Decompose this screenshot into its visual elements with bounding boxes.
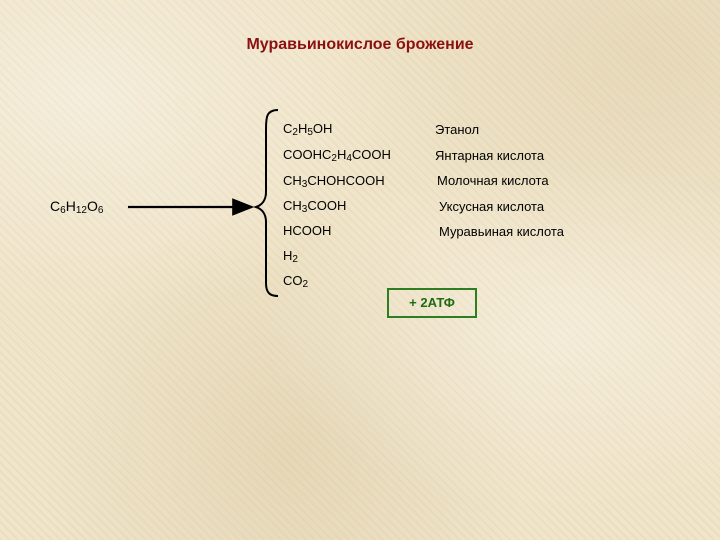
product-formula-hydrogen: H2: [283, 248, 298, 265]
product-name-ethanol: Этанол: [435, 122, 480, 137]
product-name-formic: Муравьиная кислота: [439, 224, 564, 239]
formula-part: OH: [312, 121, 333, 136]
formula-part: H: [283, 248, 293, 263]
formula-subscript: 4: [346, 153, 352, 164]
formula-part: HCOOH: [283, 223, 332, 238]
product-name-succinic: Янтарная кислота: [435, 148, 545, 163]
energy-yield-box: + 2АТФ: [387, 288, 477, 318]
formula-part: COOH: [307, 198, 347, 213]
formula-subscript: 2: [292, 254, 298, 265]
formula-subscript: 2: [302, 279, 309, 290]
product-formula-succinic: COOHC2H4COOH: [283, 147, 391, 164]
formula-part: H: [336, 147, 347, 162]
formula-part: CH: [283, 198, 302, 213]
substrate-part: O: [86, 198, 98, 214]
page-title: Муравьинокислое брожение: [246, 36, 474, 53]
formula-part: C: [283, 121, 293, 136]
product-name-lactic: Молочная кислота: [437, 173, 549, 188]
product-formula-formic: HCOOH: [283, 223, 331, 238]
substrate-subscript: 12: [75, 205, 87, 216]
product-formula-co2: CO2: [283, 273, 308, 290]
substrate-part: H: [65, 198, 76, 214]
product-name-acetic: Уксусная кислота: [439, 199, 545, 214]
formula-subscript: 3: [301, 204, 308, 215]
formula-subscript: 2: [292, 127, 298, 138]
product-formula-ethanol: C2H5OH: [283, 121, 332, 138]
products-brace: [252, 109, 279, 297]
formula-part: COOHC: [283, 147, 332, 162]
product-formula-lactic: CH3CHOHCOOH: [283, 173, 385, 190]
substrate-subscript: 6: [60, 205, 66, 216]
substrate-formula: C6H12O6: [50, 198, 103, 216]
formula-subscript: 5: [307, 127, 313, 138]
formula-part: COOH: [351, 147, 391, 162]
formula-part: CHOHCOOH: [307, 173, 385, 188]
product-formula-acetic: CH3COOH: [283, 198, 346, 215]
substrate-subscript: 6: [97, 205, 104, 216]
formula-subscript: 2: [331, 153, 337, 164]
substrate-part: C: [50, 198, 61, 214]
formula-part: CO: [283, 273, 303, 288]
formula-subscript: 3: [301, 179, 308, 190]
formula-part: CH: [283, 173, 302, 188]
formula-part: H: [297, 121, 308, 136]
